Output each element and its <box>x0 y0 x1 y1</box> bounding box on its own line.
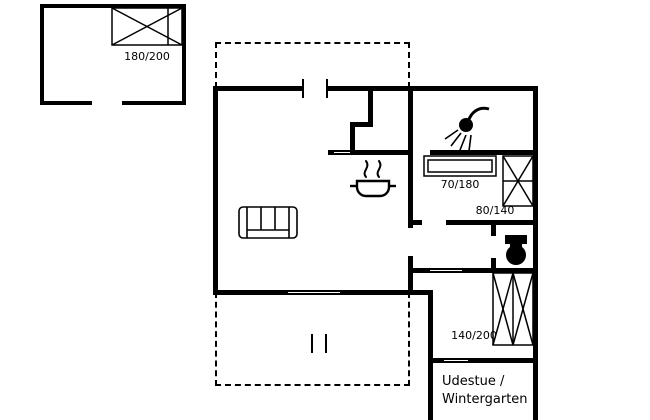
room-label-sunroom: Udestue / <box>442 374 505 389</box>
double-bed-icon <box>111 7 183 46</box>
window-glazing-line <box>444 358 468 360</box>
window-glazing-line <box>288 293 340 295</box>
sofa-icon <box>238 206 298 239</box>
annex-room-outline <box>40 4 186 105</box>
shower-icon <box>444 106 490 152</box>
toilet-icon <box>505 235 527 265</box>
window-glazing-line <box>334 153 352 155</box>
wall-segment <box>350 122 355 155</box>
window-glazing-line <box>334 150 352 152</box>
wall-segment <box>430 150 537 155</box>
window-glazing-line <box>444 361 468 363</box>
window-glazing-line <box>288 290 340 292</box>
double-bed-icon <box>492 272 534 346</box>
wall-segment <box>340 290 432 295</box>
door-opening <box>92 97 122 106</box>
wall-segment <box>213 86 303 91</box>
wall-segment <box>408 86 413 228</box>
wall-segment <box>408 220 422 225</box>
wall-segment <box>350 122 372 127</box>
wall-segment <box>328 150 334 155</box>
wall-segment <box>213 290 288 295</box>
bed-size-label: 80/140 <box>475 204 515 217</box>
wall-segment <box>352 150 412 155</box>
window-glazing-line <box>430 271 462 273</box>
window-tick <box>326 79 328 98</box>
terrace-outline-top <box>215 42 410 88</box>
wall-segment <box>428 358 444 363</box>
bed-size-label: 180/200 <box>124 50 170 63</box>
window-tick <box>325 334 327 353</box>
wall-segment <box>408 268 430 273</box>
single-bed-icon <box>423 155 497 177</box>
steam-icon <box>363 160 382 178</box>
wall-segment <box>491 220 496 236</box>
window-glazing-line <box>430 268 462 270</box>
bed-size-label: 140/200 <box>451 329 497 342</box>
cooking-pot-icon <box>350 179 396 198</box>
wall-segment <box>213 86 218 295</box>
room-label-sunroom: Wintergarten <box>442 392 528 407</box>
wall-segment <box>491 258 496 272</box>
wall-segment <box>368 86 373 127</box>
window-tick <box>302 79 304 98</box>
wall-segment <box>533 86 538 420</box>
terrace-outline-bottom <box>215 292 410 386</box>
wall-segment <box>462 268 537 273</box>
bed-size-label: 70/180 <box>440 178 480 191</box>
wall-segment <box>428 290 433 420</box>
single-bed-icon <box>502 155 534 207</box>
wall-segment <box>408 256 413 295</box>
wall-segment <box>327 86 537 91</box>
window-tick <box>311 334 313 353</box>
wall-segment <box>468 358 537 363</box>
